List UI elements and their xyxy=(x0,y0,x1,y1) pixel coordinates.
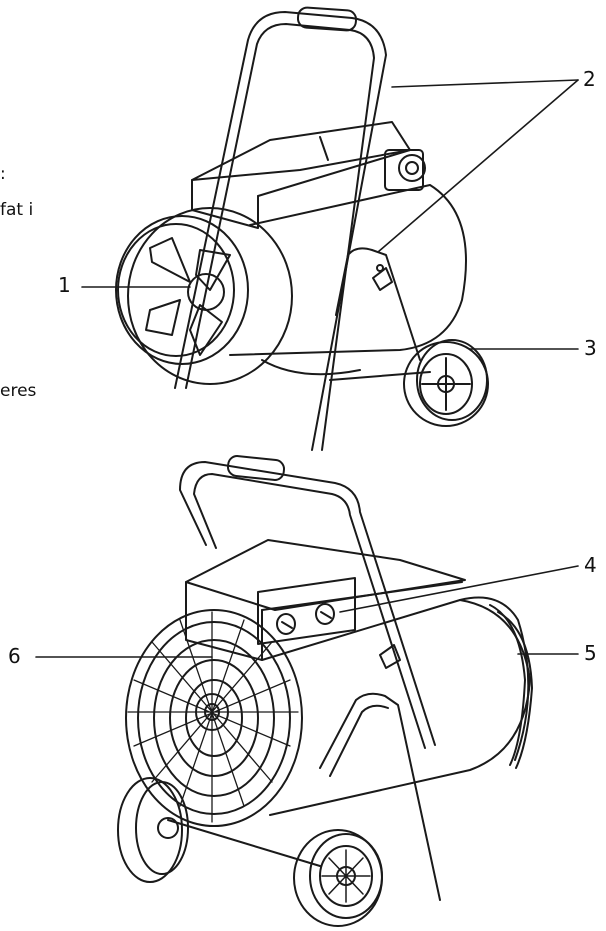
top-wheel xyxy=(403,339,489,427)
top-heater-body xyxy=(229,184,467,376)
side-text-fragment: : xyxy=(0,164,6,184)
bottom-leg-bracket xyxy=(167,692,441,901)
side-text-fragment: eres xyxy=(0,381,37,401)
outlet-duct xyxy=(459,596,533,769)
top-heater-box xyxy=(191,121,411,229)
side-knob xyxy=(372,264,393,291)
leader-line-4 xyxy=(339,565,579,613)
leader-line-2b xyxy=(377,79,579,253)
bottom-heater-illustration xyxy=(117,455,533,927)
intake-duct xyxy=(115,207,293,385)
callout-leaders-bottom xyxy=(35,565,579,658)
callout-label-6: 6 xyxy=(8,644,21,668)
callout-label-2: 2 xyxy=(583,67,596,91)
bottom-heater-body xyxy=(261,599,531,816)
top-heater-illustration xyxy=(115,6,489,451)
control-panel xyxy=(257,577,356,645)
callout-leaders-top xyxy=(81,79,579,350)
bottom-handle-frame xyxy=(179,455,436,749)
bottom-side-knob xyxy=(379,644,401,669)
power-socket xyxy=(384,149,426,191)
top-handle-frame xyxy=(174,6,387,451)
callout-label-3: 3 xyxy=(584,336,597,360)
callout-label-4: 4 xyxy=(584,553,597,577)
side-text-fragment: fat i xyxy=(0,200,34,220)
left-wheel xyxy=(117,777,189,883)
leader-line-2a xyxy=(391,79,579,88)
front-fan-grille xyxy=(125,609,303,827)
right-wheel xyxy=(293,829,383,927)
callout-label-1: 1 xyxy=(58,273,71,297)
bottom-heater-box xyxy=(185,539,466,661)
top-leg-bracket xyxy=(329,247,431,381)
callout-label-5: 5 xyxy=(584,641,597,665)
intake-fan xyxy=(145,237,231,356)
